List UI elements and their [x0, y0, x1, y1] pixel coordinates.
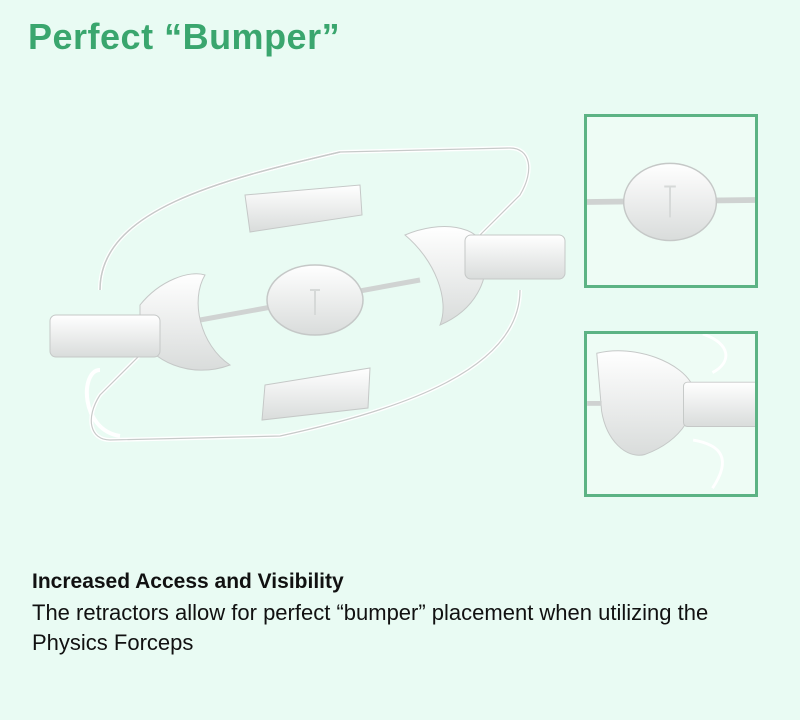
retractor-illustration — [40, 140, 580, 450]
caption-body: The retractors allow for perfect “bumper… — [32, 600, 709, 655]
caption-block: Increased Access and Visibility The retr… — [32, 570, 772, 658]
page-title: Perfect “Bumper” — [28, 16, 341, 57]
caption-heading: Increased Access and Visibility — [32, 570, 344, 593]
cup-closeup-inset — [584, 331, 758, 497]
bumper-closeup-inset — [584, 114, 758, 288]
